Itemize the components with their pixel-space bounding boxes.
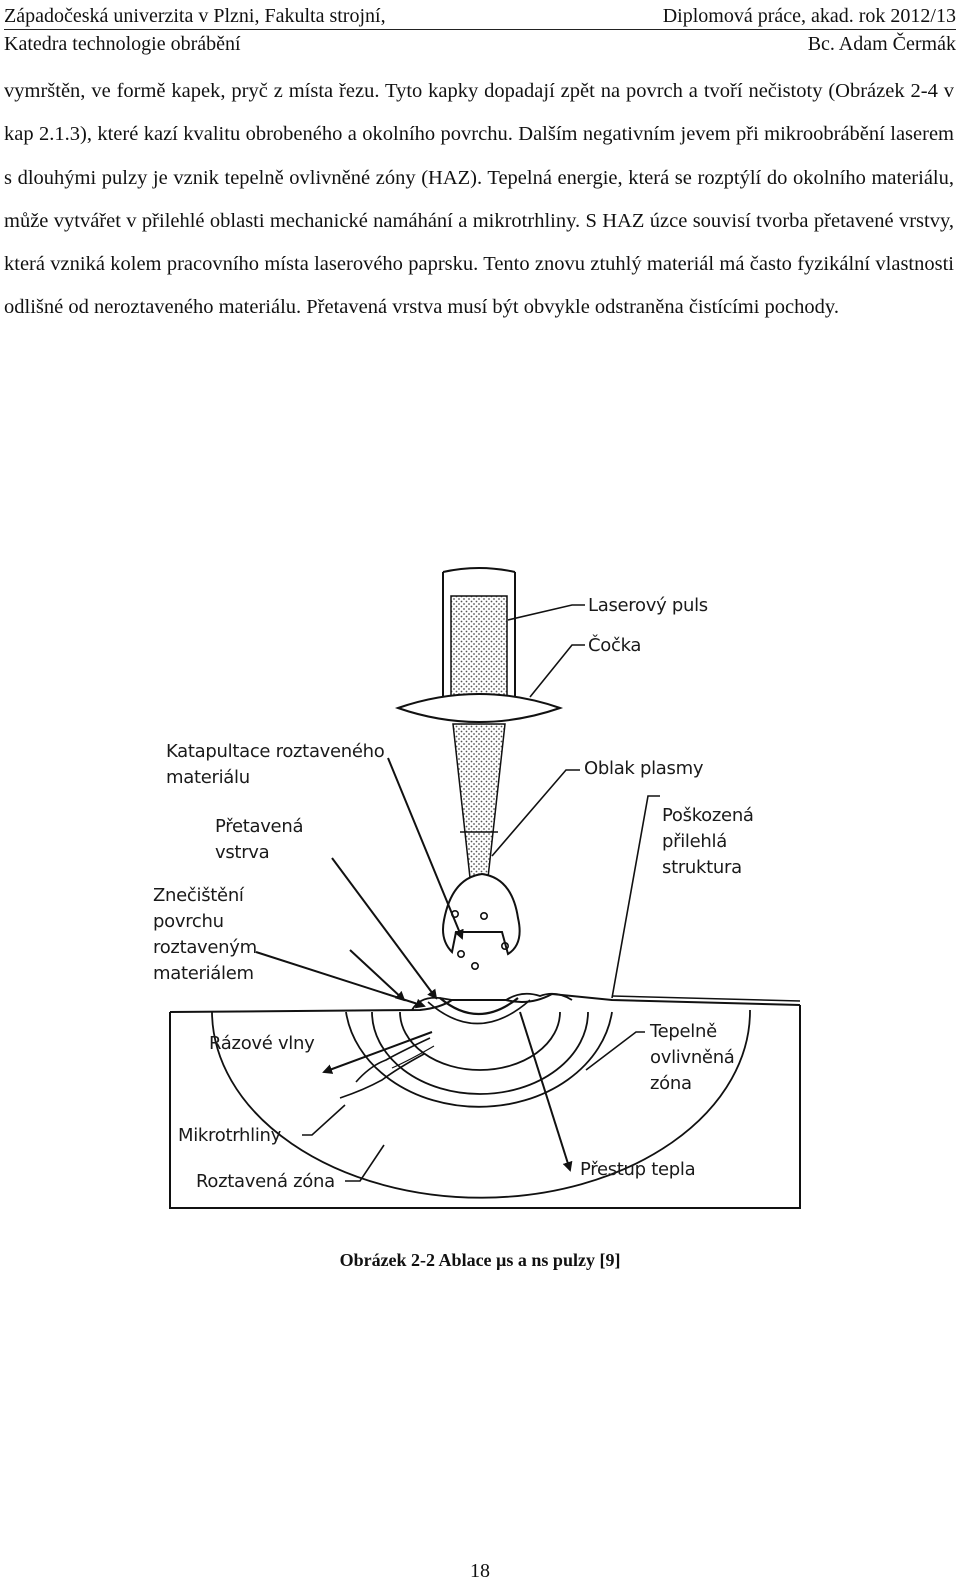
microcrack-2 (339, 1053, 425, 1099)
label-plasma-cloud: Oblak plasmy (584, 758, 704, 779)
page-header: Západočeská univerzita v Plzni, Fakulta … (4, 2, 956, 58)
label-contamination-4: materiálem (153, 963, 254, 984)
label-haz-1: Tepelně (650, 1021, 717, 1042)
label-haz-2: ovlivněná (650, 1047, 735, 1068)
page-number: 18 (470, 1560, 490, 1582)
melt-pool (439, 997, 519, 1016)
recast-rim-right (505, 992, 573, 1001)
header-thesis: Diplomová práce, akad. rok 2012/13 (662, 5, 956, 27)
lens-shape (394, 693, 564, 723)
label-remelted-1: Přetavená (215, 816, 304, 837)
header-rule (4, 29, 956, 30)
header-university: Západočeská univerzita v Plzni, Fakulta … (4, 5, 386, 27)
label-catapult-2: materiálu (166, 767, 250, 788)
figure-caption: Obrázek 2-2 Ablace µs a ns pulzy [9] (339, 1250, 621, 1270)
label-damaged-3: struktura (662, 857, 742, 878)
label-molten-zone: Roztavená zóna (196, 1171, 335, 1192)
haz-boundary (211, 1009, 751, 1199)
body-paragraph: vymrštěn, ve formě kapek, pryč z místa ř… (4, 80, 954, 319)
header-author: Bc. Adam Čermák (807, 33, 956, 55)
header-department: Katedra technologie obrábění (4, 33, 241, 55)
label-heat-transfer: Přestup tepla (580, 1159, 696, 1180)
label-damaged-2: přilehlá (662, 831, 727, 852)
label-remelted-2: vstrva (215, 842, 270, 863)
label-catapult-1: Katapultace roztaveného (166, 741, 385, 762)
ablation-figure: Laserový puls Čočka Katapultace roztaven… (0, 560, 960, 1240)
label-haz-3: zóna (650, 1073, 692, 1094)
microcrack-1 (355, 1037, 431, 1083)
ablation-diagram (169, 567, 801, 1209)
label-contamination-3: roztaveným (153, 937, 257, 958)
label-microcracks: Mikrotrhliny (178, 1125, 281, 1146)
label-contamination-2: povrchu (153, 911, 224, 932)
label-laser-pulse: Laserový puls (588, 595, 708, 616)
workpiece-surface (169, 992, 801, 1013)
label-shock-waves: Rázové vlny (209, 1033, 315, 1054)
label-damaged-1: Poškozená (662, 805, 754, 826)
label-contamination-1: Znečištění (153, 885, 244, 906)
label-lens: Čočka (588, 635, 642, 656)
workpiece-outline (169, 1005, 801, 1209)
